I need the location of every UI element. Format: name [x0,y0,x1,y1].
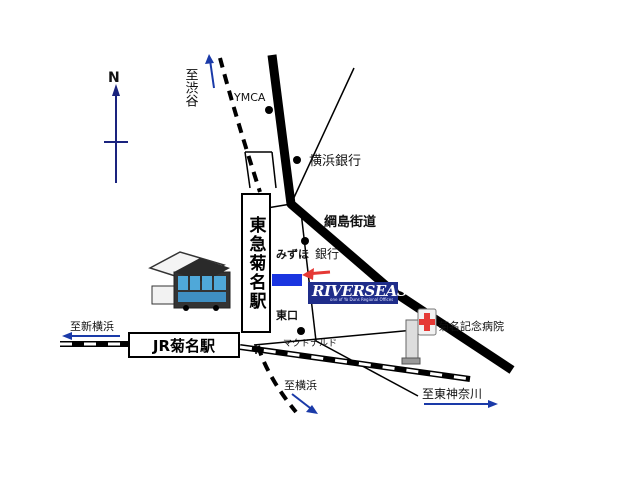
label-mizuho: みずほ [276,247,309,261]
north-arrow-icon [104,84,128,183]
label-mcdonalds: マクドナルド [283,338,337,349]
label-yokohama-bank: 横浜銀行 [309,154,361,169]
jr-railway [60,341,471,382]
jr-station-label: JR菊名駅 [152,336,216,355]
thin-road-se [315,340,419,397]
arrow-to-shibuya-icon [205,54,215,89]
label-to-higashikanagawa: 至東神奈川 [422,387,482,401]
pointer-arrow-icon [272,268,331,286]
bus-station-icon [148,251,231,311]
north-label: N [108,70,120,86]
label-mizuho-bank: 銀行 [315,247,339,261]
label-tsunashima-kaido: 綱島街道 [324,214,376,230]
label-to-shin-yokohama: 至新横浜 [70,319,114,333]
tokyu-kikuna-station: 東急菊名駅 [241,193,271,333]
label-to-shibuya: 至渋谷 [183,68,199,107]
ymca-dot [265,106,273,114]
main-road [267,54,515,374]
thin-road-south [253,329,415,346]
label-kikuna-hospital: 菊名記念病院 [438,319,504,333]
riverseas-badge: RIVERSEAS one of Yo Duns Regional Office… [308,282,408,304]
label-east-exit: 東口 [276,308,298,322]
east-exit-dot [297,327,305,335]
label-ymca: YMCA [233,91,266,104]
hospital-icon [401,308,437,365]
thin-road-sq-right [271,151,277,189]
riverseas-name: RIVERSEAS [312,282,408,300]
riverseas-sub: one of Yo Duns Regional Offices [330,297,394,302]
tokyu-railway-north [218,57,262,193]
arrow-to-higashikanagawa-icon [424,400,498,408]
label-to-yokohama: 至横浜 [284,378,317,392]
yokohama-bank-dot [293,156,301,164]
arrow-to-shin-yokohama-icon [62,332,120,340]
thin-road-sq-left [244,151,251,189]
arrow-to-yokohama-icon [291,393,318,414]
thin-road-ne [290,67,355,205]
tokyu-station-label: 東急菊名駅 [245,215,266,311]
jr-kikuna-station: JR菊名駅 [128,332,240,358]
mizuho-dot [301,237,309,245]
